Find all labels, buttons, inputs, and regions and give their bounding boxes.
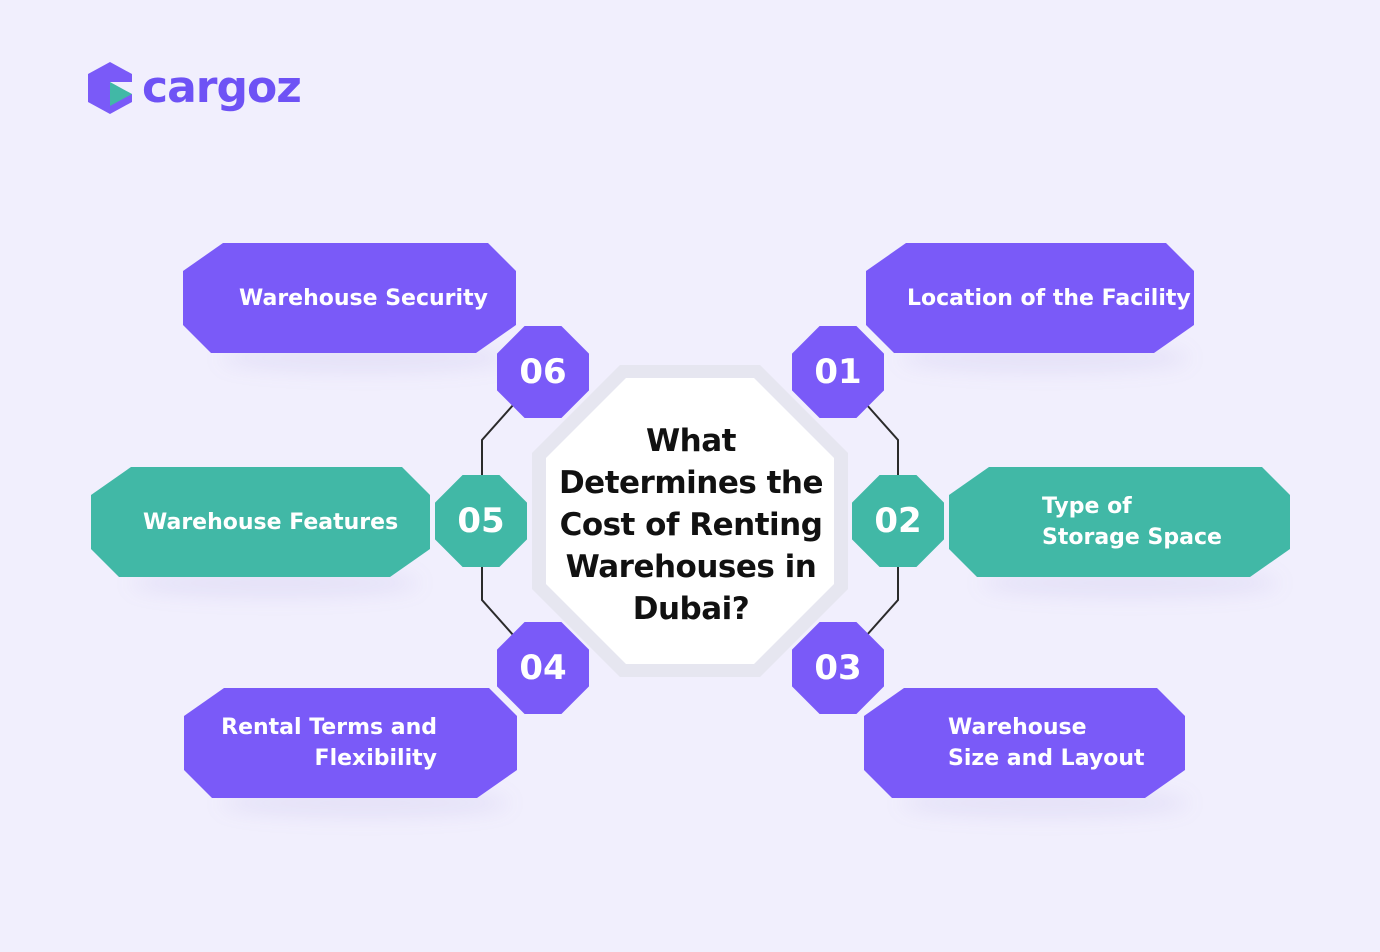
factor-label: Warehouse Security xyxy=(239,285,488,311)
factor-label-line-1: Type of xyxy=(1042,494,1132,519)
factor-label-line-2: Size and Layout xyxy=(948,746,1145,771)
factor-label: Warehouse Features xyxy=(143,509,399,535)
factor-label-line-1: Warehouse xyxy=(948,715,1087,740)
factor-card-01: Location of the Facility xyxy=(866,243,1194,353)
factor-label: Location of the Facility xyxy=(907,285,1191,311)
center-octagon xyxy=(546,378,834,664)
badge-06: 06 xyxy=(497,326,589,418)
badge-05: 05 xyxy=(435,475,527,567)
factor-label-line-2: Storage Space xyxy=(1042,525,1222,550)
factor-card-03: Warehouse Size and Layout xyxy=(864,688,1185,798)
factor-label-line-2: Flexibility xyxy=(314,746,437,771)
factor-card-06: Warehouse Security xyxy=(183,243,516,353)
brand-name: cargoz xyxy=(142,62,302,113)
badge-03: 03 xyxy=(792,622,884,714)
factor-card-04: Rental Terms and Flexibility xyxy=(184,688,517,798)
factor-card-02: Type of Storage Space xyxy=(949,467,1290,577)
factor-card-05: Warehouse Features xyxy=(91,467,430,577)
center-title: What Determines the Cost of Renting Ware… xyxy=(558,423,824,627)
factor-label-line-1: Rental Terms and xyxy=(221,715,437,740)
badge-02: 02 xyxy=(852,475,944,567)
cargoz-logo: cargoz xyxy=(86,60,302,116)
badge-04: 04 xyxy=(497,622,589,714)
cargoz-logo-icon xyxy=(88,62,132,114)
badge-01: 01 xyxy=(792,326,884,418)
